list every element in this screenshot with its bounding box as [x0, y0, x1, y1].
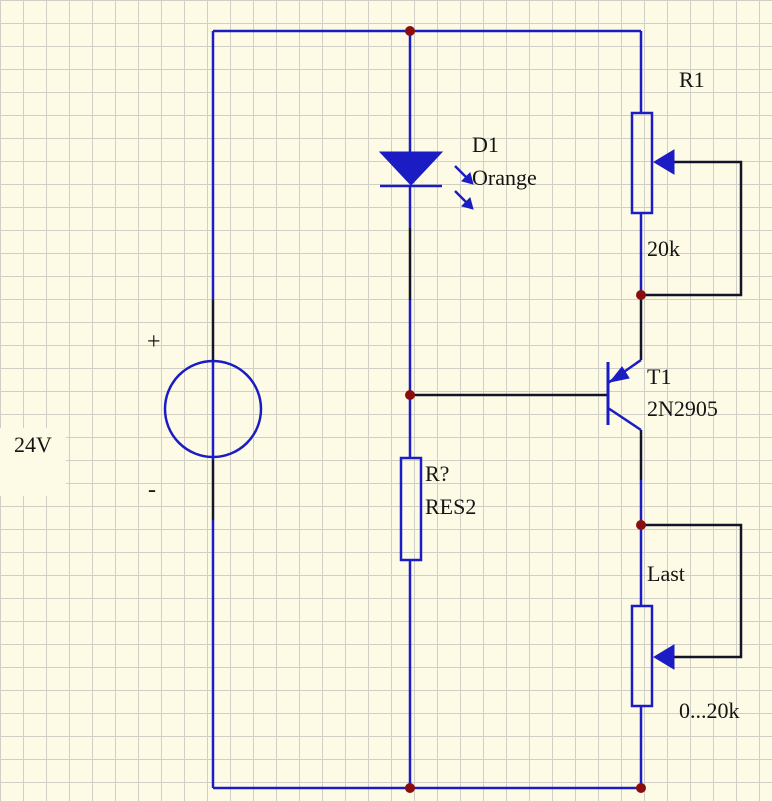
voltage-source [163, 359, 263, 460]
load-wiper-loop [641, 523, 743, 659]
t1-name-label: T1 [647, 364, 672, 389]
junction-collector [636, 520, 646, 530]
junctions [405, 26, 646, 793]
potentiometer-r1 [630, 111, 675, 215]
potentiometer-load [630, 604, 675, 708]
junction-emitter [636, 290, 646, 300]
led-arrowhead-2 [461, 197, 474, 210]
wires [211, 29, 743, 790]
resistor-body [399, 456, 423, 562]
load-value-label: 0...20k [679, 698, 740, 723]
transistor-collector-leg [607, 406, 642, 432]
junction-base [405, 390, 415, 400]
led-triangle [378, 151, 444, 186]
transistor-emitter-arrow [608, 366, 630, 383]
minus-sign-label: - [148, 477, 156, 503]
r1-wiper-loop [641, 160, 743, 297]
led-arrowhead-1 [461, 172, 474, 185]
r1-wiper-arrow [653, 149, 675, 175]
resistor-name-label: R? [425, 461, 450, 486]
led-d1 [378, 151, 474, 210]
t1-value-label: 2N2905 [647, 396, 718, 421]
junction-bottom-right [636, 783, 646, 793]
r1-value-label: 20k [647, 236, 680, 261]
d1-name-label: D1 [472, 132, 499, 157]
resistor-value-label: RES2 [425, 494, 477, 519]
load-wiper-arrow [653, 644, 675, 670]
r1-body [630, 111, 654, 215]
resistor-r [399, 456, 423, 562]
d1-value-label: Orange [472, 165, 537, 190]
junction-top [405, 26, 415, 36]
supply-voltage-label: 24V [0, 428, 66, 496]
junction-bottom-mid [405, 783, 415, 793]
plus-sign-label: + [147, 329, 161, 355]
r1-name-label: R1 [679, 67, 705, 92]
transistor-t1 [606, 358, 642, 432]
load-name-label: Last [647, 561, 685, 586]
load-body [630, 604, 654, 708]
